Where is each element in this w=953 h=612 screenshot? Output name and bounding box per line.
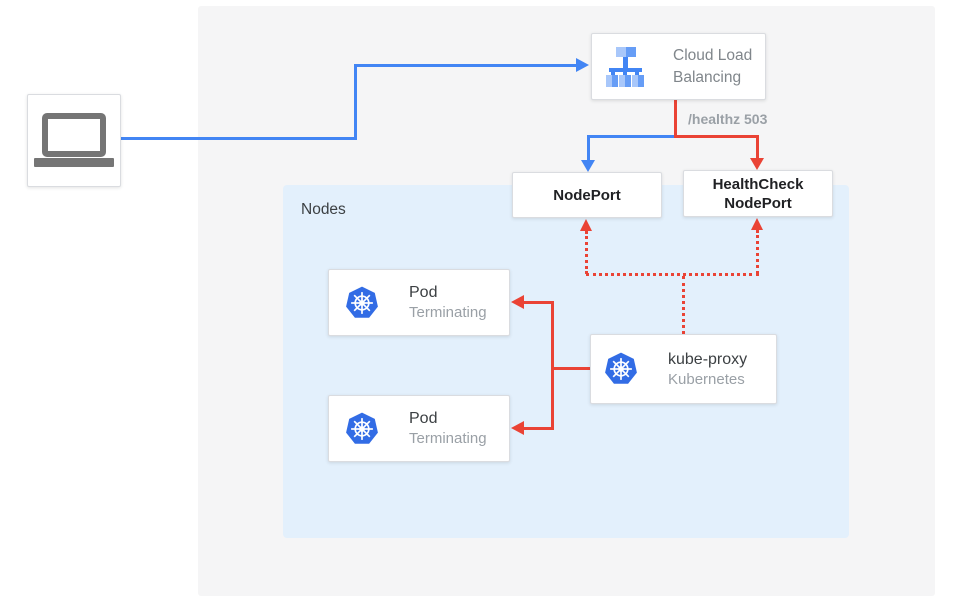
kubeproxy-to-nodeport-arrowhead — [580, 219, 592, 231]
lb-healthcheck-line — [674, 100, 677, 137]
client-to-lb-arrowhead — [576, 58, 589, 72]
pod-status: Terminating — [409, 304, 487, 321]
kubeproxy-to-pod2-arrowhead — [511, 421, 524, 435]
kubeproxy-to-pod2-line — [523, 427, 554, 430]
lb-to-nodeport-line-horizontal — [587, 135, 677, 138]
kubeproxy-to-pods-line-vertical — [551, 301, 554, 430]
kubeproxy-to-healthcheck-dotted-line — [756, 230, 759, 274]
cloud-load-balancing-label: Cloud Load Balancing — [673, 46, 753, 86]
cloud-load-balancing-node: Cloud Load Balancing — [591, 33, 766, 100]
kubeproxy-to-pods-line-horizontal — [551, 367, 590, 370]
kubernetes-icon — [605, 352, 637, 384]
kube-proxy-node: kube-proxy Kubernetes — [590, 334, 777, 404]
kubeproxy-to-healthcheck-arrowhead — [751, 218, 763, 230]
kubeproxy-to-pod1-line — [523, 301, 554, 304]
pod-node: Pod Terminating — [328, 395, 510, 462]
nodeport-node: NodePort — [512, 172, 662, 218]
pod-node: Pod Terminating — [328, 269, 510, 336]
kubeproxy-to-pod1-arrowhead — [511, 295, 524, 309]
kubernetes-icon — [346, 412, 378, 444]
pod-title: Pod — [409, 284, 438, 301]
kubeproxy-to-nodeport-dotted-line — [585, 231, 588, 274]
pod-status: Terminating — [409, 430, 487, 447]
lb-to-healthcheck-line-vertical — [756, 135, 759, 160]
healthz-status-label: /healthz 503 — [688, 111, 768, 127]
lb-to-nodeport-line-vertical — [587, 135, 590, 162]
kube-proxy-title: kube-proxy — [668, 350, 748, 368]
kubeproxy-dotted-line-vertical — [682, 276, 685, 334]
cloud-load-balancing-icon — [606, 46, 644, 87]
lb-to-healthcheck-arrowhead — [750, 158, 764, 170]
healthcheck-nodeport-node: HealthCheck NodePort — [683, 170, 833, 217]
kubernetes-icon — [346, 286, 378, 318]
client-to-lb-line-horizontal — [121, 137, 357, 140]
nodes-label: Nodes — [301, 201, 346, 218]
lb-to-nodeport-arrowhead — [581, 160, 595, 172]
kube-proxy-subtitle: Kubernetes — [668, 370, 745, 388]
nodeport-label: NodePort — [553, 186, 621, 204]
client-node — [27, 94, 121, 187]
client-to-lb-line-vertical — [354, 64, 357, 140]
lb-to-healthcheck-line-horizontal — [674, 135, 759, 138]
kubeproxy-dotted-line-horizontal — [586, 273, 759, 276]
healthcheck-nodeport-label: HealthCheck NodePort — [712, 175, 804, 212]
laptop-icon — [34, 112, 114, 169]
client-to-lb-line-top — [354, 64, 577, 67]
pod-title: Pod — [409, 410, 438, 427]
